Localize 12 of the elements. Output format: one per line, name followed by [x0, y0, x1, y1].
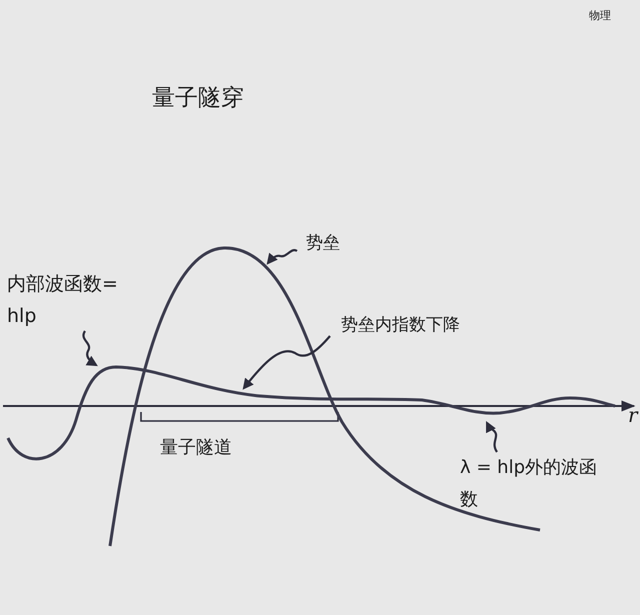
- leader-arrow: [486, 421, 498, 453]
- title: 量子隧穿: [152, 84, 244, 113]
- annotation-label: 势垒内指数下降: [341, 313, 491, 337]
- category-label: 物理: [589, 8, 611, 23]
- leader-arrow: [82, 330, 98, 366]
- annotation-label: 内部波函数= hlp: [7, 268, 132, 332]
- region-label: 量子隧道: [160, 436, 232, 459]
- annotation-label: λ = hlp外的波函数: [460, 452, 610, 516]
- leader-arrow: [242, 335, 331, 390]
- axis-label: r: [628, 403, 638, 427]
- leader-arrow: [266, 249, 298, 265]
- annotation-label: 势垒: [306, 231, 366, 255]
